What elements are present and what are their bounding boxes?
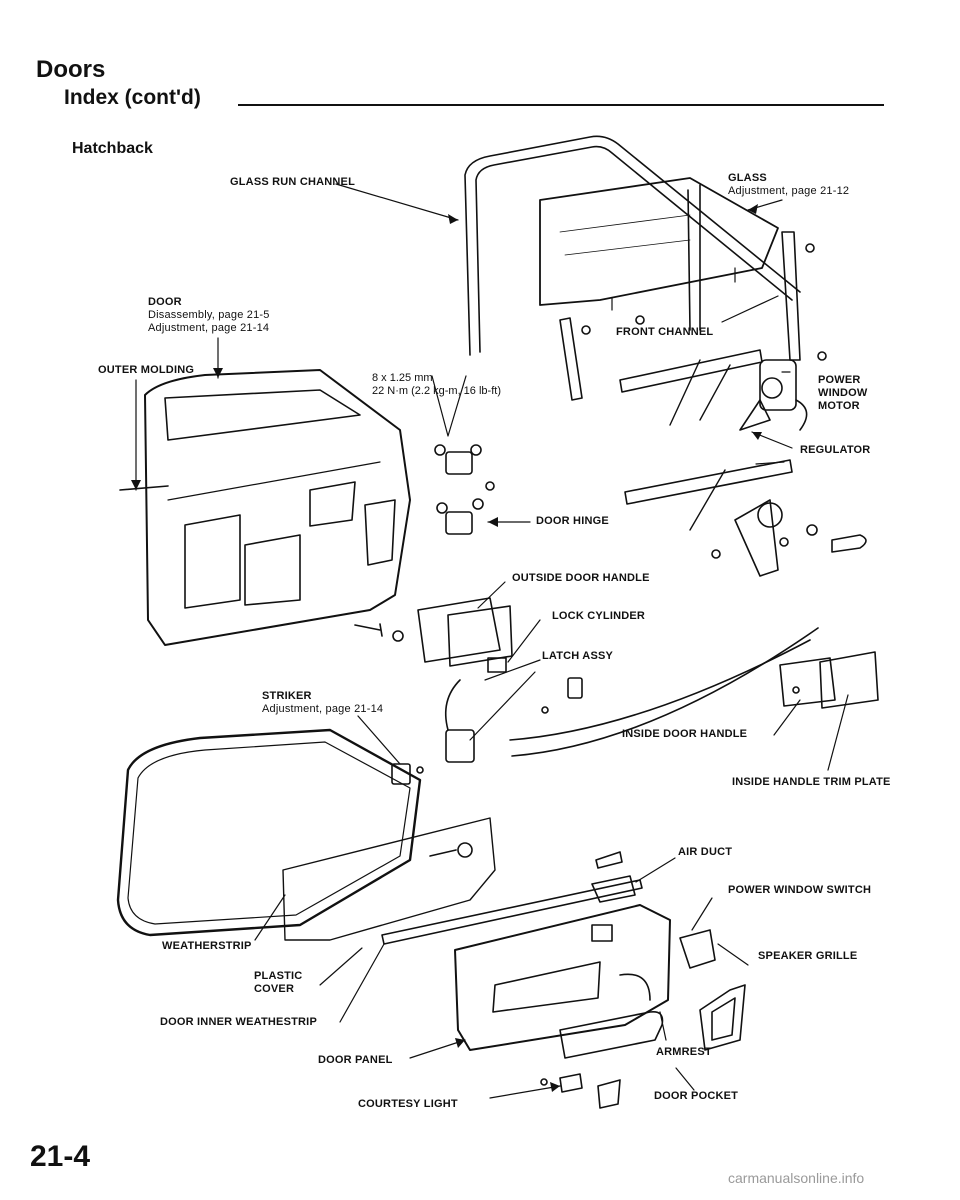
glass-run-channel <box>464 135 801 356</box>
leader-lines <box>135 183 849 1099</box>
latch-assembly <box>444 627 819 763</box>
label-door-hinge: DOOR HINGE <box>536 515 609 527</box>
label-air-duct: AIR DUCT <box>678 846 733 858</box>
manual-regulator <box>624 459 867 577</box>
label-outer-molding: OUTER MOLDING <box>98 364 195 376</box>
label-inside-door-handle: INSIDE DOOR HANDLE <box>622 728 748 740</box>
weatherstrip <box>116 728 422 937</box>
trim-accessories <box>591 851 746 1051</box>
leader-arrowheads <box>131 204 762 1092</box>
label-door-panel: DOOR PANEL <box>318 1054 393 1066</box>
label-courtesy-light: COURTESY LIGHT <box>358 1098 458 1110</box>
label-striker-title: STRIKER <box>262 690 312 702</box>
label-door-disassembly-ref: Disassembly, page 21-5 <box>148 309 270 321</box>
courtesy-light <box>540 1073 621 1109</box>
section-subtitle: Index (cont'd) <box>64 86 201 109</box>
watermark: carmanualsonline.info <box>728 1170 865 1186</box>
variant-heading: Hatchback <box>72 140 153 157</box>
power-window-regulator <box>619 349 808 431</box>
label-striker-ref: Adjustment, page 21-14 <box>262 703 384 715</box>
label-outside-door-handle: OUTSIDE DOOR HANDLE <box>512 572 650 584</box>
page-number: 21-4 <box>30 1140 91 1173</box>
door-glass <box>539 177 779 311</box>
outside-door-handle <box>354 597 513 667</box>
section-title: Doors <box>36 56 106 83</box>
door-hinge <box>434 444 495 535</box>
torque-value: 22 N·m (2.2 kg-m, 16 lb-ft) <box>372 385 501 397</box>
label-weatherstrip: WEATHERSTRIP <box>162 940 252 952</box>
inside-door-handle <box>779 651 879 709</box>
plastic-cover <box>282 817 496 941</box>
label-power-window-switch: POWER WINDOW SWITCH <box>728 884 872 896</box>
label-glass-run-channel: GLASS RUN CHANNEL <box>230 176 356 188</box>
label-glass: GLASS Adjustment, page 21-12 <box>728 172 849 198</box>
label-door-title: DOOR <box>148 296 182 308</box>
label-power-window-motor: POWER WINDOW MOTOR <box>818 374 867 413</box>
door-panel <box>454 904 671 1059</box>
label-inside-handle-trim-plate: INSIDE HANDLE TRIM PLATE <box>732 776 891 788</box>
label-plastic-cover-line2: COVER <box>254 983 295 995</box>
label-speaker-grille: SPEAKER GRILLE <box>758 950 858 962</box>
torque-size: 8 x 1.25 mm <box>372 372 433 384</box>
label-glass-ref: Adjustment, page 21-12 <box>728 185 850 197</box>
torque-spec: 8 x 1.25 mm 22 N·m (2.2 kg-m, 16 lb-ft) <box>372 372 501 398</box>
door-inner-weatherstrip <box>381 879 643 945</box>
label-door-adjustment-ref: Adjustment, page 21-14 <box>148 322 270 334</box>
label-plastic-cover: PLASTIC COVER <box>254 970 302 996</box>
label-lock-cylinder: LOCK CYLINDER <box>552 610 646 622</box>
label-armrest: ARMREST <box>656 1046 712 1058</box>
label-striker: STRIKER Adjustment, page 21-14 <box>262 690 383 716</box>
label-door-pocket: DOOR POCKET <box>654 1090 739 1102</box>
label-power-window-motor-line2: WINDOW <box>818 387 868 399</box>
label-front-channel: FRONT CHANNEL <box>616 326 714 338</box>
label-door-inner-weatherstrip: DOOR INNER WEATHESTRIP <box>160 1016 317 1028</box>
label-glass-title: GLASS <box>728 172 767 184</box>
label-regulator: REGULATOR <box>800 444 871 456</box>
label-latch-assy: LATCH ASSY <box>542 650 614 662</box>
label-power-window-motor-line1: POWER <box>818 374 861 386</box>
label-power-window-motor-line3: MOTOR <box>818 400 860 412</box>
front-channel <box>559 184 701 401</box>
rear-channel <box>781 231 827 361</box>
title-rule <box>238 104 884 106</box>
label-plastic-cover-line1: PLASTIC <box>254 970 303 982</box>
label-door: DOOR Disassembly, page 21-5 Adjustment, … <box>148 296 270 335</box>
door-shell <box>119 369 411 646</box>
